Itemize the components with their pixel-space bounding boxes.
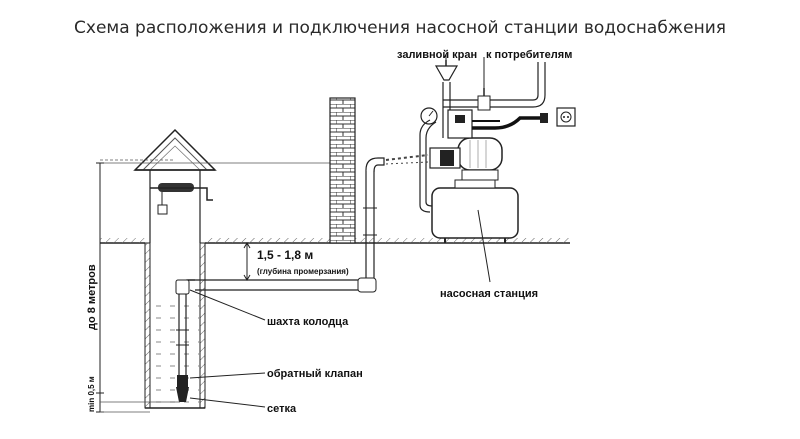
power-plug-icon (540, 113, 548, 123)
label-min-depth: min 0,5 м (87, 376, 96, 412)
label-pointers (189, 54, 491, 408)
freezing-dimension (243, 242, 251, 281)
label-freezing-depth: (глубина промерзания) (257, 267, 349, 276)
label-well-shaft: шахта колодца (267, 316, 349, 328)
diagram-title: Схема расположения и подключения насосно… (74, 18, 726, 38)
ground (100, 238, 570, 244)
label-well-depth: до 8 метров (86, 264, 98, 330)
label-filler-tap: заливной кран (397, 49, 477, 61)
depth-dimension (96, 159, 330, 413)
suction-pipe (195, 154, 429, 293)
label-pump-station: насосная станция (440, 288, 538, 300)
label-depth-range: 1,5 - 1,8 м (257, 248, 313, 262)
power-socket-icon (556, 107, 576, 127)
pump-station (419, 60, 576, 243)
label-to-consumers: к потребителям (486, 49, 572, 61)
house-wall (329, 97, 356, 244)
well (133, 128, 217, 409)
check-valve-shape (177, 375, 188, 387)
label-strainer: сетка (267, 403, 297, 415)
filler-funnel-icon (434, 65, 459, 81)
label-check-valve: обратный клапан (267, 368, 363, 380)
strainer-shape (176, 387, 189, 402)
